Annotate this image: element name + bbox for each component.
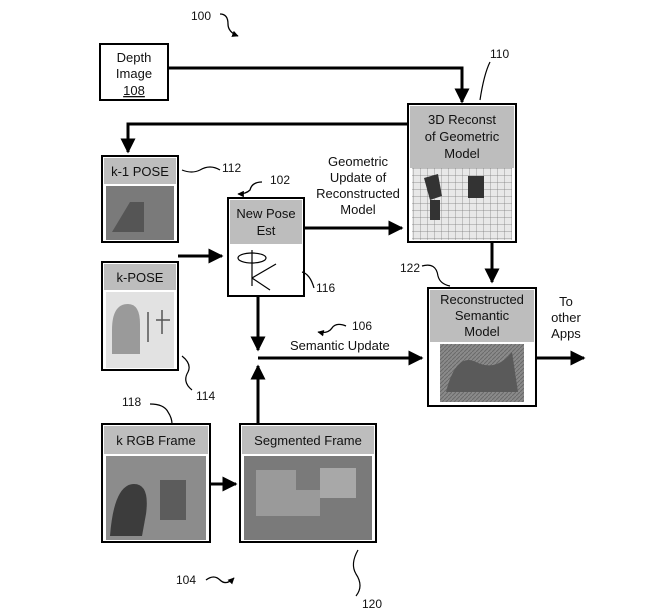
k1-pose-box: k-1 POSE [102, 156, 178, 242]
reconst-label-2: of Geometric [425, 129, 500, 144]
ref-122: 122 [400, 261, 420, 275]
ref-118: 118 [122, 395, 141, 409]
segmented-frame-label: Segmented Frame [254, 433, 362, 448]
ref-112-leader [182, 167, 220, 172]
arrow-reconst-to-k1pose [128, 124, 408, 152]
ref-100: 100 [191, 9, 211, 23]
ref-110-leader [480, 62, 490, 100]
ref-120: 120 [362, 597, 382, 611]
ref-106-arrow [318, 324, 346, 332]
new-pose-label-2: Est [257, 223, 276, 238]
reconst-label-1: 3D Reconst [428, 112, 496, 127]
k1-pose-label: k-1 POSE [111, 164, 169, 179]
k-pose-box: k-POSE [102, 262, 178, 370]
semantic-update-label: Semantic Update [290, 338, 390, 353]
ref-120-leader [353, 550, 360, 596]
ref-102-arrow [238, 182, 262, 194]
depth-image-label-1: Depth [117, 50, 152, 65]
geometric-update-label-4: Model [340, 202, 376, 217]
reconst-label-3: Model [444, 146, 480, 161]
other-apps-label-2: other [551, 310, 581, 325]
other-apps-label-1: To [559, 294, 573, 309]
semantic-model-box: Reconstructed Semantic Model [428, 288, 536, 406]
new-pose-label-1: New Pose [236, 206, 295, 221]
ref-106: 106 [352, 319, 372, 333]
ref-102: 102 [270, 173, 290, 187]
geometric-update-label-3: Reconstructed [316, 186, 400, 201]
semantic-model-label-3: Model [464, 324, 500, 339]
geometric-update-label-1: Geometric [328, 154, 388, 169]
rgb-frame-box: k RGB Frame [102, 424, 210, 542]
ref-116: 116 [316, 281, 335, 295]
ref-104-arrow [206, 577, 234, 583]
ref-100-arrow [220, 14, 238, 36]
ref-112: 112 [222, 161, 241, 175]
rgb-frame-label: k RGB Frame [116, 433, 195, 448]
new-pose-est-box: New Pose Est [228, 198, 304, 296]
semantic-model-label-1: Reconstructed [440, 292, 524, 307]
depth-image-label-2: Image [116, 66, 152, 81]
ref-104: 104 [176, 573, 196, 587]
ref-114-leader [182, 356, 192, 390]
other-apps-label-3: Apps [551, 326, 581, 341]
ref-110: 110 [490, 47, 509, 61]
ref-118-leader [150, 404, 172, 424]
ref-122-leader [422, 265, 450, 286]
geometric-update-label-2: Update of [330, 170, 387, 185]
ref-114: 114 [196, 389, 215, 403]
depth-image-box: Depth Image 108 [100, 44, 168, 100]
depth-image-ref: 108 [123, 83, 145, 98]
semantic-model-label-2: Semantic [455, 308, 510, 323]
k-pose-label: k-POSE [117, 270, 164, 285]
reconst-geometric-model-box: 3D Reconst of Geometric Model [408, 104, 516, 242]
arrow-depth-to-reconst [168, 68, 462, 102]
segmented-frame-box: Segmented Frame [240, 424, 376, 542]
